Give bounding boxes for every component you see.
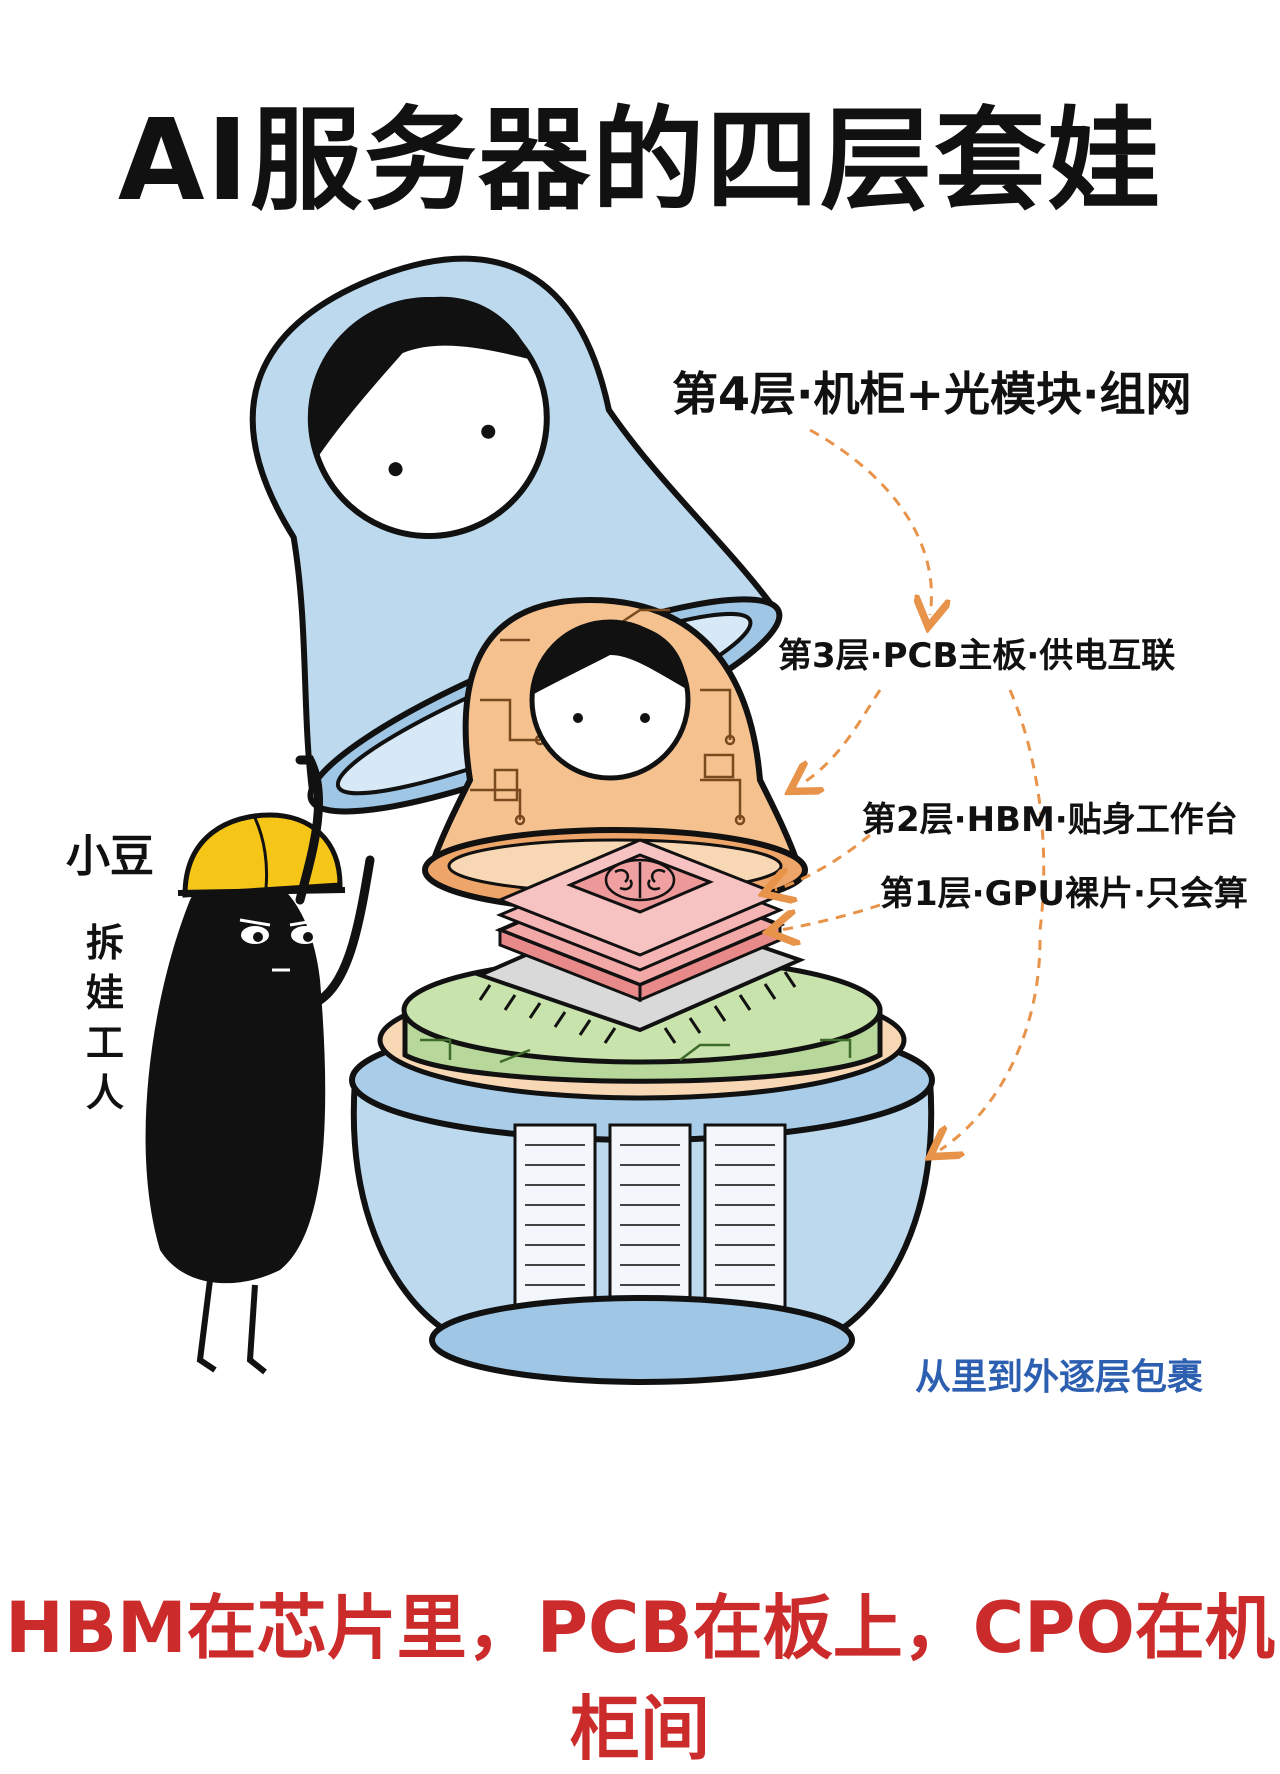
arrow-layer4-to-base bbox=[940, 939, 1042, 1150]
brain-icon bbox=[604, 858, 676, 902]
role-char: 拆 bbox=[85, 921, 124, 965]
footer-summary: HBM在芯片里，PCB在板上，CPO在机柜间 bbox=[5, 1587, 1275, 1770]
layer2-label: 第2层·HBM·贴身工作台 bbox=[862, 800, 1238, 840]
role-char: 娃 bbox=[85, 971, 124, 1015]
chip-stack bbox=[474, 838, 806, 1044]
doll-illustration bbox=[145, 255, 1046, 1385]
arrow-layer3 bbox=[800, 689, 882, 785]
character-role: 拆 娃 工 人 bbox=[80, 918, 130, 1118]
circuit-traces bbox=[470, 608, 746, 826]
wrap-note: 从里到外逐层包裹 bbox=[915, 1357, 1204, 1398]
character-name: 小豆 bbox=[66, 831, 154, 882]
xiaodou-character bbox=[145, 755, 375, 1375]
arrow-layer1 bbox=[780, 903, 881, 930]
layer1-label: 第1层·GPU裸片·只会算 bbox=[880, 874, 1248, 914]
layer4-label: 第4层·机柜+光模块·组网 bbox=[672, 367, 1192, 421]
role-char: 人 bbox=[85, 1071, 124, 1115]
layer3-label: 第3层·PCB主板·供电互联 bbox=[778, 636, 1176, 676]
arrow-layer2 bbox=[775, 833, 871, 890]
page-title: AI服务器的四层套娃 bbox=[117, 96, 1163, 226]
role-char: 工 bbox=[85, 1021, 124, 1065]
arrow-layer4 bbox=[809, 428, 932, 615]
helmet-icon bbox=[177, 812, 346, 898]
